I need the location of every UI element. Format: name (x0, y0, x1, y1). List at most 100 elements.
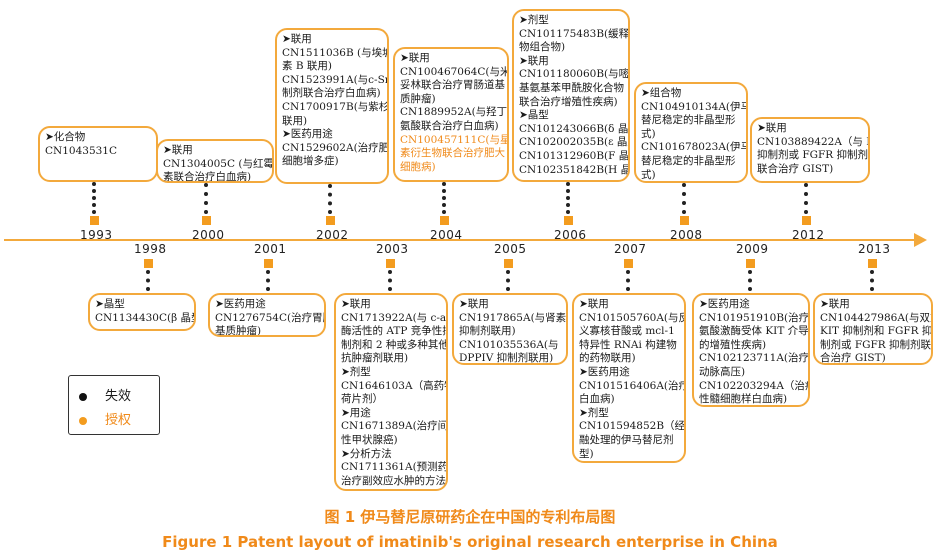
patent-entry: CN1134430C(β 晶型) (95, 311, 196, 324)
dotted-connector (804, 183, 808, 214)
black-dot-icon (79, 392, 87, 401)
patent-entry: 治疗副效应水肿的方法) (341, 474, 448, 487)
patent-entry: CN101180060B(与嘧啶 (519, 68, 630, 81)
patent-entry: 式) (641, 168, 656, 181)
dotted-connector (328, 184, 332, 214)
dotted-connector (388, 270, 392, 291)
patent-entry: CN101035536A(与 (459, 338, 559, 351)
legend-label-granted: 授权 (105, 413, 132, 428)
patent-entry: 细胞增多症) (282, 155, 339, 168)
category-heading: ➤联用 (163, 144, 193, 156)
patent-marker (624, 259, 633, 268)
patent-marker (680, 216, 689, 225)
patent-entry: 替尼稳定的非晶型形 (641, 154, 736, 167)
year-label: 1998 (134, 242, 167, 256)
dotted-connector (870, 270, 874, 291)
category-heading: ➤医药用途 (282, 128, 333, 141)
patent-entry: CN101312960B(F 晶型) (519, 149, 630, 162)
legend-item-invalid: 失效 (79, 385, 131, 404)
dotted-connector (506, 270, 510, 291)
patent-entry: CN1917865A(与肾素 (459, 311, 567, 324)
patent-entry: 的增殖性疾病) (699, 338, 767, 351)
patent-marker (868, 259, 877, 268)
patent-entry: 特异性 RNAi 构建物 (579, 338, 677, 351)
category-heading: ➤剂型 (341, 365, 371, 378)
patent-entry: CN1711361A(预测药物 (341, 461, 448, 474)
patent-entry: CN102002035B(ε 晶型) (519, 136, 630, 149)
patent-entry: CN101516406A(治疗 (579, 379, 686, 392)
patent-entry: CN1713922A(与 c-abl 激 (341, 311, 447, 324)
timeline-axis (4, 239, 917, 241)
category-heading: ➤组合物 (641, 87, 682, 99)
year-label: 2006 (554, 228, 587, 242)
category-heading: ➤联用 (459, 298, 489, 310)
patent-entry: 型) (579, 447, 594, 460)
patent-entry: CN103889422A（与 PI3K (757, 135, 868, 148)
patent-marker (90, 216, 99, 225)
patent-entry: 基氨基苯甲酰胺化合物 (519, 81, 624, 94)
category-heading: ➤联用 (341, 298, 371, 310)
category-heading: ➤用途 (341, 406, 371, 419)
dotted-connector (146, 270, 150, 291)
category-heading: ➤剂型 (579, 406, 609, 419)
patent-entry: 白血病) (579, 393, 615, 406)
patent-marker (386, 259, 395, 268)
category-heading: ➤联用 (400, 52, 430, 64)
patent-entry: 抑制剂或 FGFR 抑制剂 (757, 149, 869, 162)
patent-entry: CN100467064C(与米哚 (400, 65, 509, 78)
category-heading: ➤联用 (519, 54, 549, 67)
category-heading: ➤医药用途 (215, 298, 266, 310)
category-heading: ➤医药用途 (699, 298, 750, 310)
patent-entry: 联用) (282, 114, 308, 127)
patent-entry: CN101594852B（经熔 (579, 420, 686, 433)
patent-entry: 制剂或 FGFR 抑制剂联 (820, 338, 932, 351)
year-label: 2004 (430, 228, 463, 242)
dotted-connector (442, 182, 446, 214)
patent-entry: CN101175483B(缓释药 (519, 27, 630, 40)
year-label: 2000 (192, 228, 225, 242)
patent-entry: KIT 抑制剂和 FGFR 抑 (820, 325, 933, 338)
category-heading: ➤分析方法 (341, 447, 392, 460)
category-heading: ➤晶型 (519, 109, 549, 122)
patent-marker (326, 216, 335, 225)
category-heading: ➤医药用途 (579, 365, 630, 378)
patent-entry: 酶活性的 ATP 竞争性抑 (341, 325, 448, 338)
patent-entry: 联合治疗增殖性疾病) (519, 95, 618, 108)
category-heading: ➤化合物 (45, 131, 86, 143)
patent-entry: 妥林联合治疗胃肠道基 (400, 79, 505, 92)
patent-entry: CN1511036B (与埃坡霉 (282, 46, 387, 59)
patent-entry: 氨酸激酶受体 KIT 介导 (699, 325, 809, 338)
dotted-connector (626, 270, 630, 291)
patent-entry: 素 B 联用) (282, 60, 332, 73)
dotted-connector (682, 183, 686, 214)
figure-caption-cn: 图 1 伊马替尼原研药企在中国的专利布局图 (324, 508, 616, 526)
patent-entry: CN1646103A（高药物载 (341, 379, 446, 392)
category-heading: ➤联用 (757, 122, 787, 134)
patent-entry: 细胞病) (400, 160, 436, 173)
patent-entry: 性甲状腺癌) (341, 433, 398, 446)
patent-entry: 物组合物) (519, 41, 566, 54)
patent-marker (746, 259, 755, 268)
patent-entry: 合治疗 GIST) (820, 352, 886, 365)
patent-entry: CN102203294A（治疗慢 (699, 379, 808, 392)
patent-entry: CN101678023A(伊马 (641, 141, 748, 154)
patent-entry: 替尼稳定的非晶型形 (641, 114, 736, 127)
patent-entry: CN101951910B(治疗酪 (699, 311, 810, 324)
year-label: 2008 (670, 228, 703, 242)
patent-entry: CN100457111C(与星孢 (400, 133, 509, 146)
patent-entry: CN1671389A(治疗间变 (341, 420, 448, 433)
patent-entry: 联合治疗 GIST) (757, 162, 834, 175)
patent-entry: 基质肿瘤) (215, 325, 262, 337)
patent-marker (440, 216, 449, 225)
category-heading: ➤联用 (579, 298, 609, 310)
